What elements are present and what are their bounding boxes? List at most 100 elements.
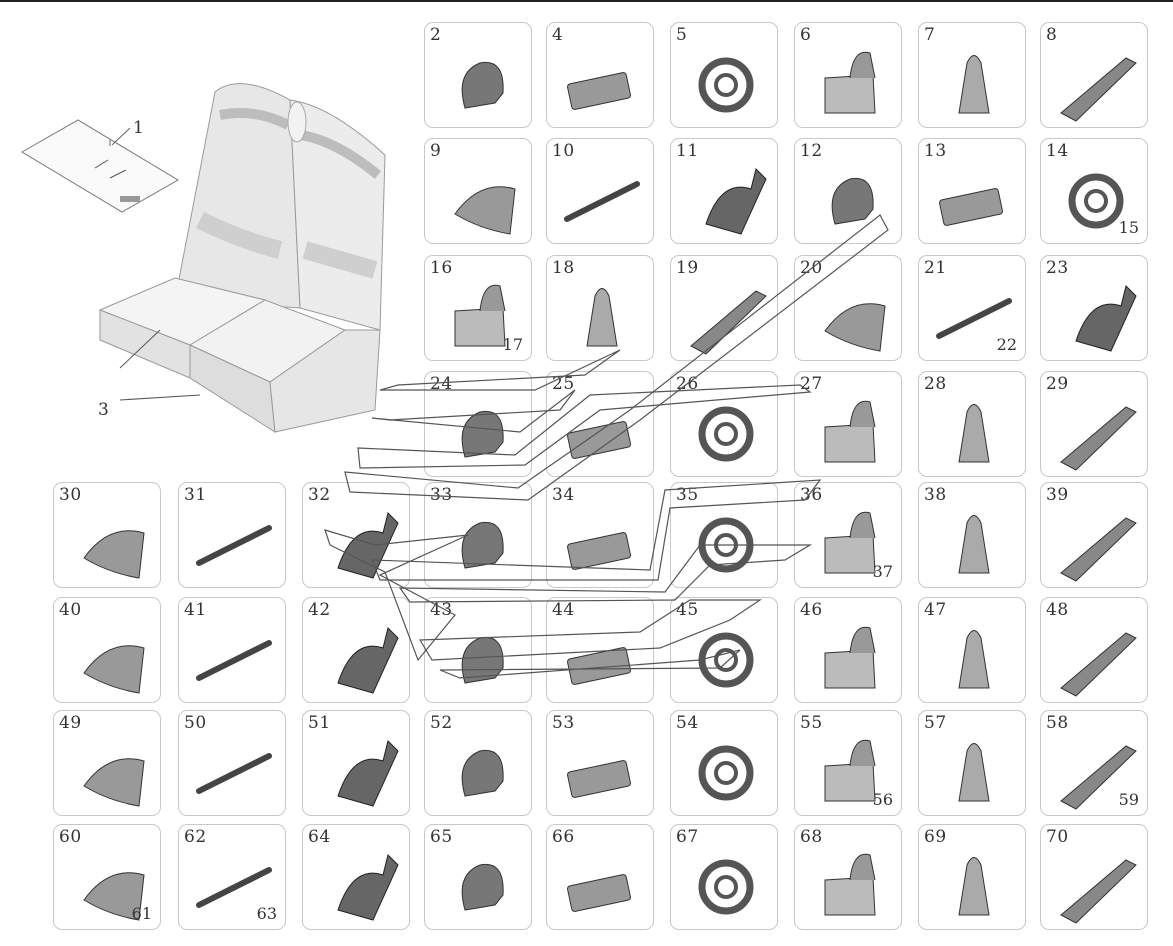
part-drawing <box>461 521 504 569</box>
part-cell-4: 4 <box>546 22 654 128</box>
part-cell-47: 47 <box>918 597 1026 703</box>
part-drawing <box>698 745 754 801</box>
part-number: 54 <box>676 713 699 733</box>
part-drawing <box>698 57 754 113</box>
part-number: 5 <box>676 25 688 45</box>
part-drawing <box>337 740 399 807</box>
part-number: 13 <box>924 141 947 161</box>
part-drawing <box>461 863 504 911</box>
sub-part-number: 61 <box>131 904 152 923</box>
part-cell-32: 32 <box>302 482 410 588</box>
part-drawing <box>83 645 145 694</box>
part-cell-68: 68 <box>794 824 902 930</box>
part-number: 2 <box>430 25 442 45</box>
part-cell-30: 30 <box>53 482 161 588</box>
part-cell-58: 58 59 <box>1040 710 1148 816</box>
part-cell-33: 33 <box>424 482 532 588</box>
part-cell-26: 26 <box>670 371 778 477</box>
part-number: 41 <box>184 600 207 620</box>
part-drawing <box>824 511 876 574</box>
part-drawing <box>1060 57 1137 122</box>
part-drawing <box>690 290 767 355</box>
callout-label: 1 <box>133 118 144 138</box>
part-number: 52 <box>430 713 453 733</box>
part-number: 12 <box>800 141 823 161</box>
part-number: 48 <box>1046 600 1069 620</box>
callout-label: 3 <box>98 400 109 420</box>
part-cell-42: 42 <box>302 597 410 703</box>
part-cell-67: 67 <box>670 824 778 930</box>
part-cell-50: 50 <box>178 710 286 816</box>
part-cell-34: 34 <box>546 482 654 588</box>
part-drawing <box>698 859 754 915</box>
part-drawing <box>196 525 272 566</box>
part-drawing <box>196 867 272 908</box>
part-cell-35: 35 <box>670 482 778 588</box>
part-drawing <box>1068 173 1124 229</box>
part-drawing <box>567 874 631 912</box>
part-number: 21 <box>924 258 947 278</box>
part-drawing <box>958 55 990 114</box>
part-drawing <box>461 749 504 797</box>
part-number: 4 <box>552 25 564 45</box>
part-number: 28 <box>924 374 947 394</box>
part-number: 11 <box>676 141 699 161</box>
part-cell-54: 54 <box>670 710 778 816</box>
part-drawing <box>958 630 990 689</box>
part-cell-29: 29 <box>1040 371 1148 477</box>
part-drawing <box>824 626 876 689</box>
part-cell-52: 52 <box>424 710 532 816</box>
top-border <box>0 0 1173 2</box>
part-drawing <box>564 181 640 222</box>
part-number: 50 <box>184 713 207 733</box>
part-number: 39 <box>1046 485 1069 505</box>
part-drawing <box>337 854 399 921</box>
part-number: 57 <box>924 713 947 733</box>
part-cell-11: 11 <box>670 138 778 244</box>
sub-part-number: 37 <box>872 562 893 581</box>
part-drawing <box>958 857 990 916</box>
part-number: 58 <box>1046 713 1069 733</box>
part-number: 68 <box>800 827 823 847</box>
sub-part-number: 59 <box>1118 790 1139 809</box>
part-cell-19: 19 <box>670 255 778 361</box>
part-number: 53 <box>552 713 575 733</box>
part-cell-5: 5 <box>670 22 778 128</box>
part-cell-51: 51 <box>302 710 410 816</box>
sub-part-number: 56 <box>872 790 893 809</box>
part-number: 38 <box>924 485 947 505</box>
part-drawing <box>461 636 504 684</box>
part-cell-31: 31 <box>178 482 286 588</box>
part-cell-48: 48 <box>1040 597 1148 703</box>
part-cell-39: 39 <box>1040 482 1148 588</box>
part-number: 10 <box>552 141 575 161</box>
part-drawing <box>698 517 754 573</box>
part-cell-44: 44 <box>546 597 654 703</box>
part-number: 14 <box>1046 141 1069 161</box>
part-cell-69: 69 <box>918 824 1026 930</box>
part-number: 60 <box>59 827 82 847</box>
part-drawing <box>461 410 504 458</box>
part-cell-18: 18 <box>546 255 654 361</box>
part-cell-70: 70 <box>1040 824 1148 930</box>
part-cell-65: 65 <box>424 824 532 930</box>
part-drawing <box>586 288 618 347</box>
part-drawing <box>567 72 631 110</box>
part-drawing <box>824 51 876 114</box>
part-number: 64 <box>308 827 331 847</box>
sub-part-number: 17 <box>502 335 523 354</box>
part-number: 55 <box>800 713 823 733</box>
part-cell-23: 23 <box>1040 255 1148 361</box>
sub-part-number: 15 <box>1118 218 1139 237</box>
part-number: 51 <box>308 713 331 733</box>
seat-assembly-illustration <box>21 83 386 433</box>
part-cell-28: 28 <box>918 371 1026 477</box>
manual-sheet <box>21 119 179 213</box>
part-drawing <box>567 532 631 570</box>
part-number: 32 <box>308 485 331 505</box>
part-number: 47 <box>924 600 947 620</box>
part-drawing <box>196 753 272 794</box>
part-drawing <box>196 640 272 681</box>
